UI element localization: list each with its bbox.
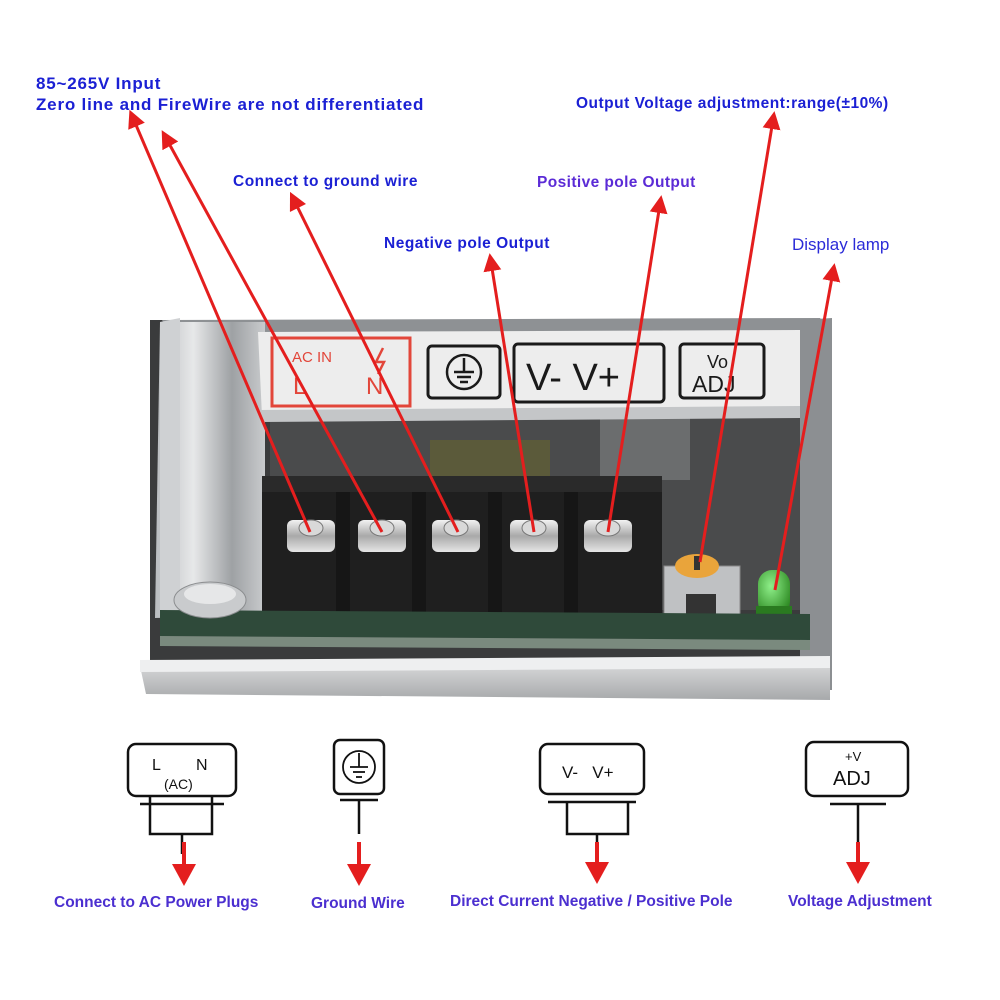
arrow-line-positive (606, 195, 668, 533)
input-label-line1: 85~265V Input (36, 74, 162, 93)
arrow-line-negative (483, 253, 536, 533)
n-marking: N (366, 373, 383, 400)
l-marking: L (293, 373, 306, 400)
negative-label: Negative pole Output (384, 235, 550, 252)
arrow-line-l (128, 109, 312, 533)
adj-symbol (804, 740, 910, 848)
caption-adj: Voltage Adjustment (788, 893, 932, 910)
ground-marking (426, 344, 502, 400)
caption-dc: Direct Current Negative / Positive Pole (450, 893, 733, 910)
arrow-line-adjust (698, 111, 781, 563)
ac-symbol-n: N (196, 757, 208, 774)
arrow-line-ground (289, 191, 460, 533)
input-label-line2: Zero line and FireWire are not different… (36, 95, 425, 114)
vo-adj-marking (678, 342, 766, 400)
arrow-line-lamp (773, 263, 841, 591)
terminal-screws (287, 519, 632, 552)
earth-ground-icon (445, 353, 483, 391)
down-arrow-dc (585, 842, 609, 884)
down-arrow-ground (347, 842, 371, 886)
vo-text: Vo (707, 352, 728, 372)
ac-symbol (126, 742, 238, 854)
dc-output-marking (512, 342, 666, 404)
dc-symbol (538, 742, 646, 852)
lightning-icon (373, 347, 387, 375)
positive-label: Positive pole Output (537, 174, 696, 191)
pcb-board (160, 610, 810, 640)
ground-label: Connect to ground wire (233, 173, 418, 190)
ground-symbol (332, 738, 386, 834)
ac-symbol-sub: (AC) (164, 776, 193, 792)
arrow-line-n (161, 130, 384, 533)
adj-symbol-text: ADJ (833, 768, 871, 790)
down-arrow-ac (172, 842, 196, 886)
down-arrow-adj (846, 842, 870, 884)
lamp-label: Display lamp (792, 235, 890, 254)
v-neg-v-pos-text: V- V+ (526, 357, 620, 399)
caption-ground: Ground Wire (311, 895, 405, 912)
dc-symbol-text: V- V+ (562, 763, 614, 782)
adj-symbol-top: +V (845, 749, 862, 764)
green-led (756, 570, 792, 616)
ac-in-text: AC IN (292, 349, 332, 366)
bottom-plate (140, 664, 830, 700)
adjust-label: Output Voltage adjustment:range(±10%) (576, 95, 889, 112)
left-side-plate (155, 322, 265, 618)
caption-ac: Connect to AC Power Plugs (54, 894, 259, 911)
ac-symbol-l: L (152, 757, 161, 774)
ac-in-marking (270, 336, 412, 408)
